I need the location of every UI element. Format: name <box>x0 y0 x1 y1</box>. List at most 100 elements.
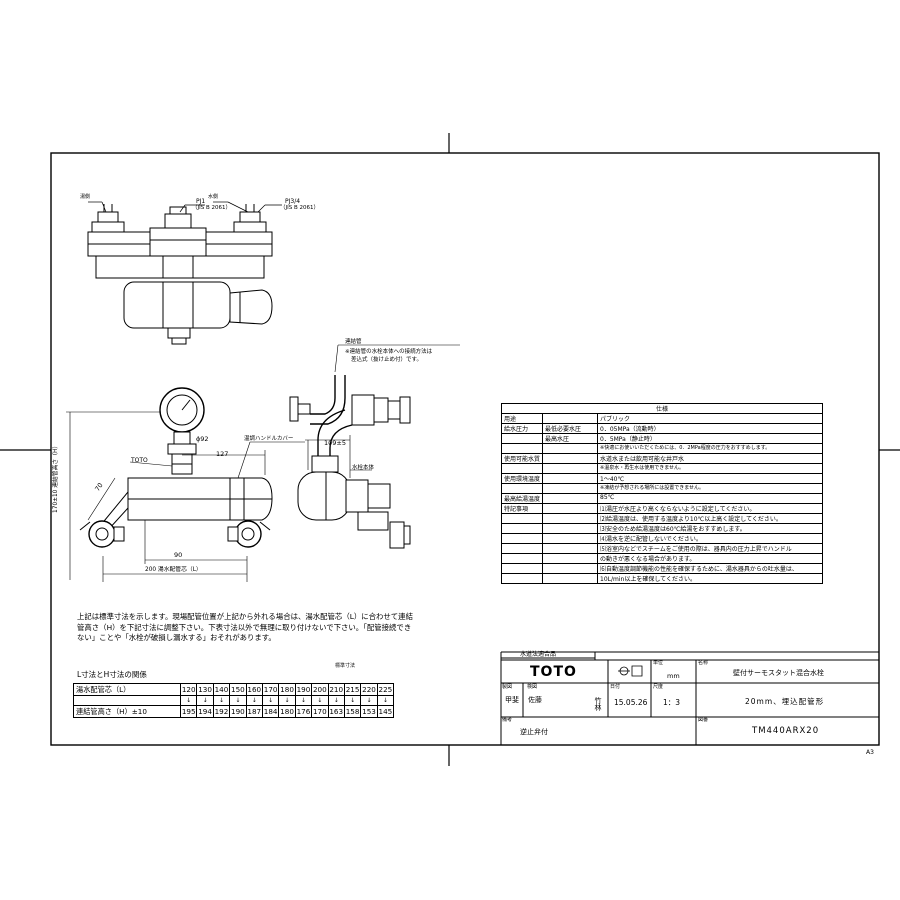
unit-value: mm <box>667 672 680 680</box>
brand-logo: TOTO <box>530 664 577 680</box>
spec-cell-value: ※凍結が予想される場所には設置できません。 <box>597 483 823 494</box>
handle-cover-label: 温調ハンドルカバー <box>244 436 294 442</box>
h-value: 163 <box>327 705 345 718</box>
spec-title: 仕様 <box>501 403 823 414</box>
h-value: 195 <box>179 705 198 718</box>
spec-cell-label <box>501 483 543 494</box>
spec-row: ⑷湯水を逆に配管しないでください。 <box>501 533 823 544</box>
spec-cell-sub: 最低必要水圧 <box>542 423 598 434</box>
arrow-cell: ↓ <box>261 695 280 706</box>
spec-cell-sub: 最高水圧 <box>542 433 598 444</box>
h-value: 153 <box>360 705 378 718</box>
l-value: 225 <box>376 683 395 696</box>
checked-name: 佐藤 <box>528 696 542 704</box>
spec-cell-sub <box>542 463 598 474</box>
spec-cell-value: 85℃ <box>597 493 823 504</box>
spec-row: ※凍結が予想される場所には設置できません。 <box>501 483 823 494</box>
spec-row: ※快適にお使いいただくためには、0．2MPa程度の圧力をおすすめします。 <box>501 443 823 454</box>
spec-cell-label: 使用可能水質 <box>501 453 543 464</box>
l-value: 180 <box>278 683 296 696</box>
spec-cell-sub <box>542 573 598 584</box>
spec-cell-value: 0．05MPa（流動時） <box>597 423 823 434</box>
spec-cell-sub <box>542 493 598 504</box>
spec-row: 使用環境温度 1～40℃ <box>501 473 823 484</box>
l-value: 120 <box>179 683 198 696</box>
spec-cell-label <box>501 563 543 574</box>
remarks-label: 備考 <box>502 717 513 723</box>
dim-127: 127 <box>216 450 229 458</box>
pj1-std-label: （JIS B 2061） <box>192 205 232 211</box>
sheet-border <box>50 152 880 746</box>
spec-cell-label <box>501 523 543 534</box>
arrow-cell: ↓ <box>376 695 395 706</box>
arrow-cell: ↓ <box>229 695 247 706</box>
dim-92: ϕ92 <box>196 435 209 443</box>
spec-row: の動きが悪くなる場合があります。 <box>501 553 823 564</box>
pj34-label: PJ3/4 <box>285 198 301 205</box>
spec-cell-sub <box>542 453 598 464</box>
h-value: 187 <box>245 705 263 718</box>
spec-row: 10L/min以上を確保してください。 <box>501 573 823 584</box>
spec-row: ⑸浴室内などでスチームをご使用の際は、器具内の圧力上昇でハンドル <box>501 543 823 554</box>
h-value: 184 <box>261 705 280 718</box>
toto-body-label: TOTO <box>131 457 148 464</box>
spec-cell-sub <box>542 563 598 574</box>
drawn-name: 甲斐 <box>505 696 519 704</box>
approved-name: 竹林 <box>594 697 602 711</box>
faucet-front-view <box>79 387 273 548</box>
arrow-cell: ↓ <box>278 695 296 706</box>
l-value: 200 <box>311 683 329 696</box>
h-value: 194 <box>196 705 214 718</box>
spec-cell-label: 使用環境温度 <box>501 473 543 484</box>
l-value: 220 <box>360 683 378 696</box>
drawing-no-label: 図番 <box>698 717 709 723</box>
l-value: 130 <box>196 683 214 696</box>
h-value: 190 <box>229 705 247 718</box>
spec-cell-value: ⑷湯水を逆に配管しないでください。 <box>597 533 823 544</box>
l-value: 140 <box>212 683 231 696</box>
scale-value: 1：3 <box>663 698 681 707</box>
spec-cell-sub <box>542 413 598 424</box>
scale-label: 尺度 <box>653 684 664 690</box>
spec-cell-label <box>501 433 543 444</box>
hot-side-label: 湯側 <box>80 194 91 200</box>
spec-cell-value: ※快適にお使いいただくためには、0．2MPa程度の圧力をおすすめします。 <box>597 443 823 454</box>
product-name: 壁付サーモスタット混合水栓 <box>733 669 824 677</box>
h-value: 176 <box>294 705 313 718</box>
spec-cell-value: ⑸浴室内などでスチームをご使用の際は、器具内の圧力上昇でハンドル <box>597 543 823 554</box>
pj1-label: PJ1 <box>196 198 206 205</box>
checked-label: 検図 <box>527 684 538 690</box>
arrow-cell: ↓ <box>360 695 378 706</box>
spec-cell-value: 10L/min以上を確保してください。 <box>597 573 823 584</box>
spec-cell-value: ⑴湯圧が水圧より高くならないように設定してください。 <box>597 503 823 514</box>
faucet-side-view <box>289 375 411 549</box>
water-cert-label: 水道法適合品 <box>520 651 557 658</box>
unit-label: 単位 <box>653 660 664 666</box>
faucet-body-label: 水栓本体 <box>352 465 375 471</box>
sheet-size-label: A3 <box>866 749 874 756</box>
faucet-top-view <box>87 204 273 345</box>
drawn-label: 製図 <box>502 684 513 690</box>
cold-side-label: 水側 <box>208 194 219 200</box>
date-value: 15.05.26 <box>614 698 648 707</box>
l-value: 210 <box>327 683 345 696</box>
drawing-number: TM440ARX20 <box>752 726 820 736</box>
spec-cell-label <box>501 553 543 564</box>
arrow-cell: ↓ <box>327 695 345 706</box>
l-value: 150 <box>229 683 247 696</box>
spec-cell-label: 用途 <box>501 413 543 424</box>
name-label: 名称 <box>698 660 709 666</box>
spec-cell-value: 1～40℃ <box>597 473 823 484</box>
spec-cell-label: 給水圧力 <box>501 423 543 434</box>
connecting-note-1: ※連結管の水栓本体への接続方法は <box>345 349 433 355</box>
spec-cell-value: ⑶安全のため給湯温度は60℃給湯をおすすめします。 <box>597 523 823 534</box>
dim-109: 109±5 <box>324 439 346 447</box>
l-value: 170 <box>261 683 280 696</box>
spec-cell-value: ⑹自動温度調節機能の性能を確保するために、湯水器具からの吐水量は、 <box>597 563 823 574</box>
spec-cell-sub <box>542 503 598 514</box>
spec-row: ⑹自動温度調節機能の性能を確保するために、湯水器具からの吐水量は、 <box>501 563 823 574</box>
arrow-cell: ↓ <box>179 695 198 706</box>
